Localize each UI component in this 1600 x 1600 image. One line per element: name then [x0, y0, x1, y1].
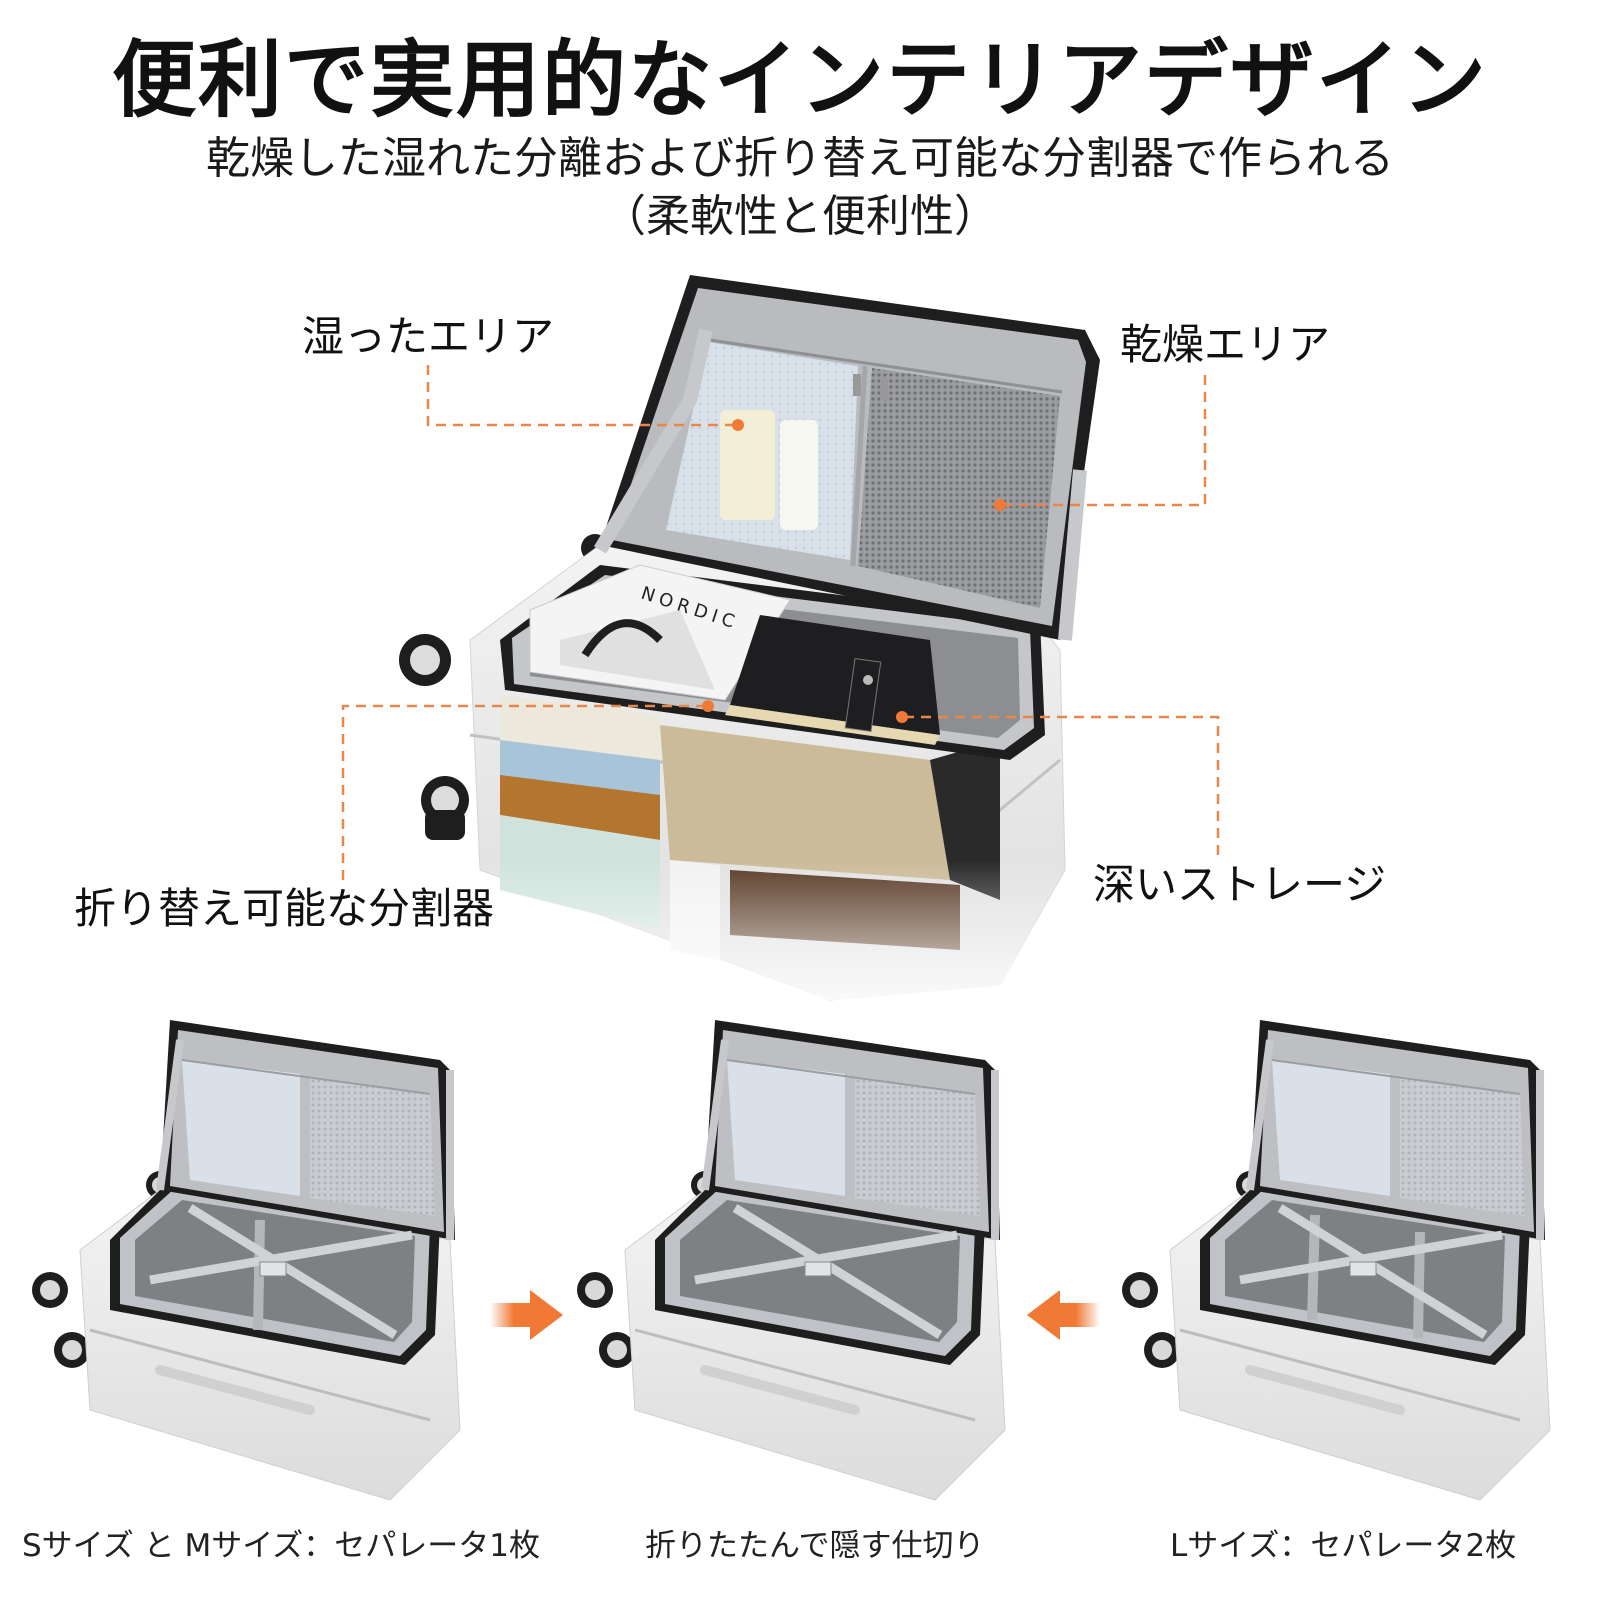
variant-folded	[577, 1020, 1005, 1500]
page-title: 便利で実用的なインテリアデザイン	[111, 31, 1488, 129]
caption-folded: 折りたたんで隠す仕切り	[645, 1528, 985, 1564]
callout-foldable-divider: 折り替え可能な分割器	[74, 884, 495, 933]
callout-deep-storage: 深いストレージ	[1093, 860, 1387, 909]
arrow-right-icon	[490, 1290, 563, 1340]
main-suitcase: NORDIC	[399, 275, 1100, 1001]
page-subtitle-note: （柔軟性と便利性）	[602, 191, 998, 242]
variant-l-size	[1122, 1020, 1550, 1500]
callout-wet-area: 湿ったエリア	[302, 312, 555, 361]
callout-dots	[702, 419, 1006, 723]
variant-sm-size	[32, 1020, 460, 1500]
page-subtitle: 乾燥した湿れた分離および折り替え可能な分割器で作られる	[206, 133, 1394, 184]
callout-lines	[341, 365, 1220, 880]
arrow-left-icon	[1027, 1290, 1100, 1340]
callout-dry-area: 乾燥エリア	[1120, 320, 1331, 369]
caption-l-size: Lサイズ：セパレータ2枚	[1170, 1528, 1517, 1564]
caption-sm-size: Sサイズ と Mサイズ：セパレータ1枚	[22, 1528, 540, 1564]
